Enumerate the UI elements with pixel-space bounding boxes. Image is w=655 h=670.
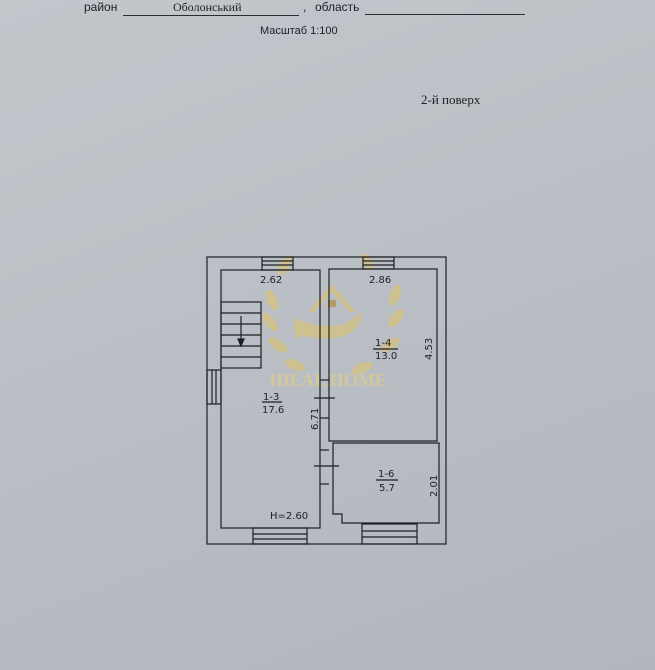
dim-2-86: 2.86 [369,275,391,286]
stairs [220,301,262,369]
doors [314,379,339,485]
watermark-logo: IDEAL HOME [261,253,405,390]
room-1-4-area: 13.0 [375,351,397,362]
floor-label: 2-й поверх [421,92,481,107]
house-window-icon [328,300,336,307]
scale-label: Масштаб 1:100 [260,25,338,37]
stairs-arrow-icon [237,338,245,348]
room-1-6-outline [332,442,440,524]
hand-icon [294,312,362,339]
window-top-right [362,256,395,270]
region-label: область [315,0,360,14]
comma: , [303,0,307,14]
room-1-3-area: 17.6 [262,405,284,416]
room-1-6-id: 1-6 [378,469,394,480]
room-1-4-id: 1-4 [375,338,391,349]
district-underline [123,15,299,16]
district-value: Оболонський [173,0,242,14]
room-1-6-area: 5.7 [379,483,395,494]
window-bottom-left [252,527,308,545]
dim-4-53: 4.53 [424,338,435,360]
dim-2-62: 2.62 [260,275,282,286]
window-top-left [261,256,294,271]
room-1-3-id: 1-3 [263,392,279,403]
ceiling-height: H=2.60 [270,511,308,522]
laurel-left [261,255,306,372]
district-label: район [84,0,118,14]
window-left [206,369,222,405]
outer-wall [206,256,447,545]
dim-2-01: 2.01 [429,475,440,497]
house-icon [308,284,356,312]
window-bottom-right [361,523,418,545]
region-underline [365,14,525,15]
dim-6-71: 6.71 [310,408,321,430]
